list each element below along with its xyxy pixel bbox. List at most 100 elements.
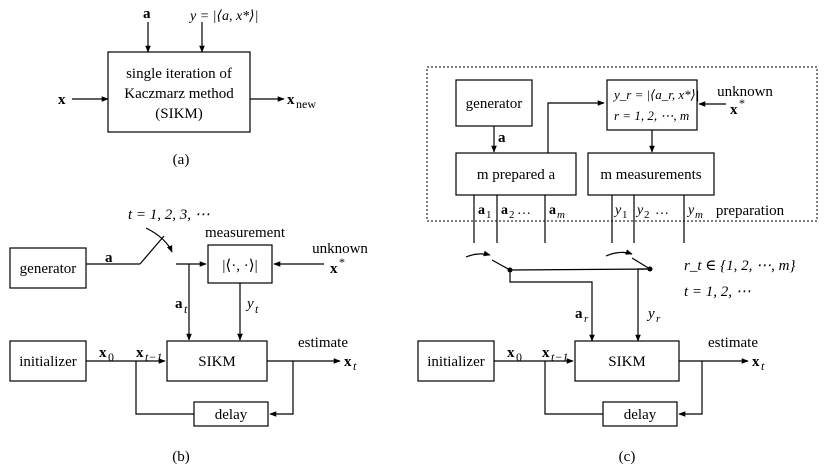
measurement-label-b: measurement — [205, 225, 286, 241]
y1-label-c: y — [613, 203, 622, 218]
generator-label-c: generator — [466, 96, 523, 112]
input-y-formula: y = |⟨a, x*⟩| — [188, 9, 259, 24]
unknown-star-c: * — [739, 96, 745, 110]
prepared-label-c: m prepared a — [477, 167, 556, 183]
meas-formula-c: y_r = |⟨a_r, x*⟩| — [612, 87, 699, 102]
sikm-box-a — [107, 51, 251, 133]
sikm-label-b: SIKM — [198, 354, 236, 370]
art-sub-c: r — [584, 313, 589, 325]
diagram-c: preparation generator a m prepared a y_r… — [417, 66, 818, 465]
x0-label-c: x — [507, 345, 515, 361]
xt1-label-b: x — [136, 345, 144, 361]
initializer-label-b: initializer — [19, 354, 76, 370]
arrow-art-to-sikm-c — [509, 270, 595, 342]
measurement-box-b — [207, 244, 273, 284]
switch-blade-b — [139, 235, 165, 265]
initializer-box-c — [417, 340, 495, 382]
yt-label-b: y — [245, 296, 254, 312]
xt-sub-c: t — [761, 359, 765, 373]
xt1-sub-c: t−1 — [551, 350, 568, 364]
caption-c: (c) — [619, 449, 636, 465]
xt1-label-c: x — [542, 345, 550, 361]
y2-label-c: y — [635, 203, 644, 218]
at-label-b: a — [175, 296, 183, 312]
switch-blade-y-c — [631, 257, 651, 270]
xt1-sub-b: t−1 — [145, 350, 162, 364]
sikm-box-a-line3: (SIKM) — [155, 106, 203, 122]
initializer-label-c: initializer — [427, 354, 484, 370]
switch-rotation-arrow-b — [145, 227, 173, 253]
a-label-c: a — [498, 130, 506, 146]
yrt-sub-c: r — [656, 313, 661, 325]
switch-link-c — [509, 268, 651, 271]
diagram-b: t = 1, 2, 3, ⋯ generator a measurement |… — [9, 207, 368, 465]
unknown-star-b: * — [339, 255, 345, 269]
caption-a: (a) — [173, 152, 190, 168]
estimate-label-b: estimate — [298, 335, 348, 351]
a2-sub-c: 2 — [509, 209, 515, 221]
at-sub-b: t — [184, 302, 188, 316]
arrow-yrt-to-sikm-c — [635, 268, 650, 342]
prepared-box-c — [455, 152, 577, 196]
x0-label-b: x — [99, 345, 107, 361]
a2-label-c: a — [501, 203, 508, 218]
am-label-c: a — [549, 203, 556, 218]
input-x-label: x — [58, 92, 66, 108]
time-label-b: t = 1, 2, 3, ⋯ — [128, 207, 210, 223]
output-x-sub: new — [296, 97, 316, 111]
y1-sub-c: 1 — [622, 209, 628, 221]
switch-blade-a-c — [491, 259, 511, 271]
unknown-x-b: x — [330, 261, 338, 277]
a-label-b: a — [105, 250, 113, 266]
y2-sub-c: 2 — [644, 209, 650, 221]
sikm-label-c: SIKM — [608, 354, 646, 370]
feedback-to-delay-b — [269, 361, 294, 417]
delay-box-b — [193, 401, 269, 427]
diagram-a: single iteration of Kaczmarz method (SIK… — [58, 6, 316, 168]
feedback-from-delay-b — [135, 361, 194, 415]
caption-b: (b) — [172, 449, 190, 465]
x0-sub-c: 0 — [516, 350, 522, 364]
rt-set-label-c: r_t ∈ {1, 2, ⋯, m} — [684, 258, 795, 274]
measurement-op-b: |⟨·, ·⟩| — [222, 258, 257, 274]
switch-rotation-a-c — [465, 250, 491, 258]
xt-label-c: x — [752, 354, 760, 370]
yt-sub-b: t — [255, 302, 259, 316]
switch-rotation-y-c — [605, 249, 633, 257]
measurements-box-c — [587, 152, 715, 196]
meas-formula-box-c — [606, 79, 698, 131]
output-x-label: x — [287, 92, 295, 108]
art-label-c: a — [575, 306, 583, 322]
t-range-label-c: t = 1, 2, ⋯ — [684, 284, 751, 300]
xt-label-b: x — [344, 354, 352, 370]
sikm-box-c — [574, 340, 680, 382]
unknown-x-c: x — [730, 102, 738, 118]
y-ellipsis-c: … — [655, 203, 669, 218]
xt-sub-b: t — [353, 359, 357, 373]
switch-pivot-a-c — [507, 267, 513, 273]
ym-sub-c: m — [695, 209, 703, 221]
initializer-box-b — [9, 340, 87, 382]
generator-box-c — [455, 79, 533, 127]
a1-label-c: a — [478, 203, 485, 218]
a-ellipsis-c: … — [517, 203, 531, 218]
arrow-prepared-to-meas-c — [547, 100, 605, 153]
ym-label-c: y — [686, 203, 695, 218]
generator-box-b — [9, 247, 87, 289]
input-a-label: a — [143, 6, 151, 22]
x0-sub-b: 0 — [108, 350, 114, 364]
preparation-label: preparation — [716, 203, 785, 219]
feedback-to-delay-c — [678, 361, 703, 417]
meas-range-c: r = 1, 2, ⋯, m — [614, 108, 689, 123]
feedback-from-delay-c — [544, 361, 603, 415]
am-sub-c: m — [557, 209, 565, 221]
measurements-label-c: m measurements — [600, 167, 701, 183]
yrt-label-c: y — [646, 306, 655, 322]
sikm-box-a-line2: Kaczmarz method — [124, 86, 234, 102]
switch-pivot-y-c — [647, 266, 653, 272]
estimate-label-c: estimate — [708, 335, 758, 351]
delay-label-c: delay — [624, 407, 657, 423]
delay-label-b: delay — [215, 407, 248, 423]
unknown-label-b: unknown — [312, 241, 368, 257]
